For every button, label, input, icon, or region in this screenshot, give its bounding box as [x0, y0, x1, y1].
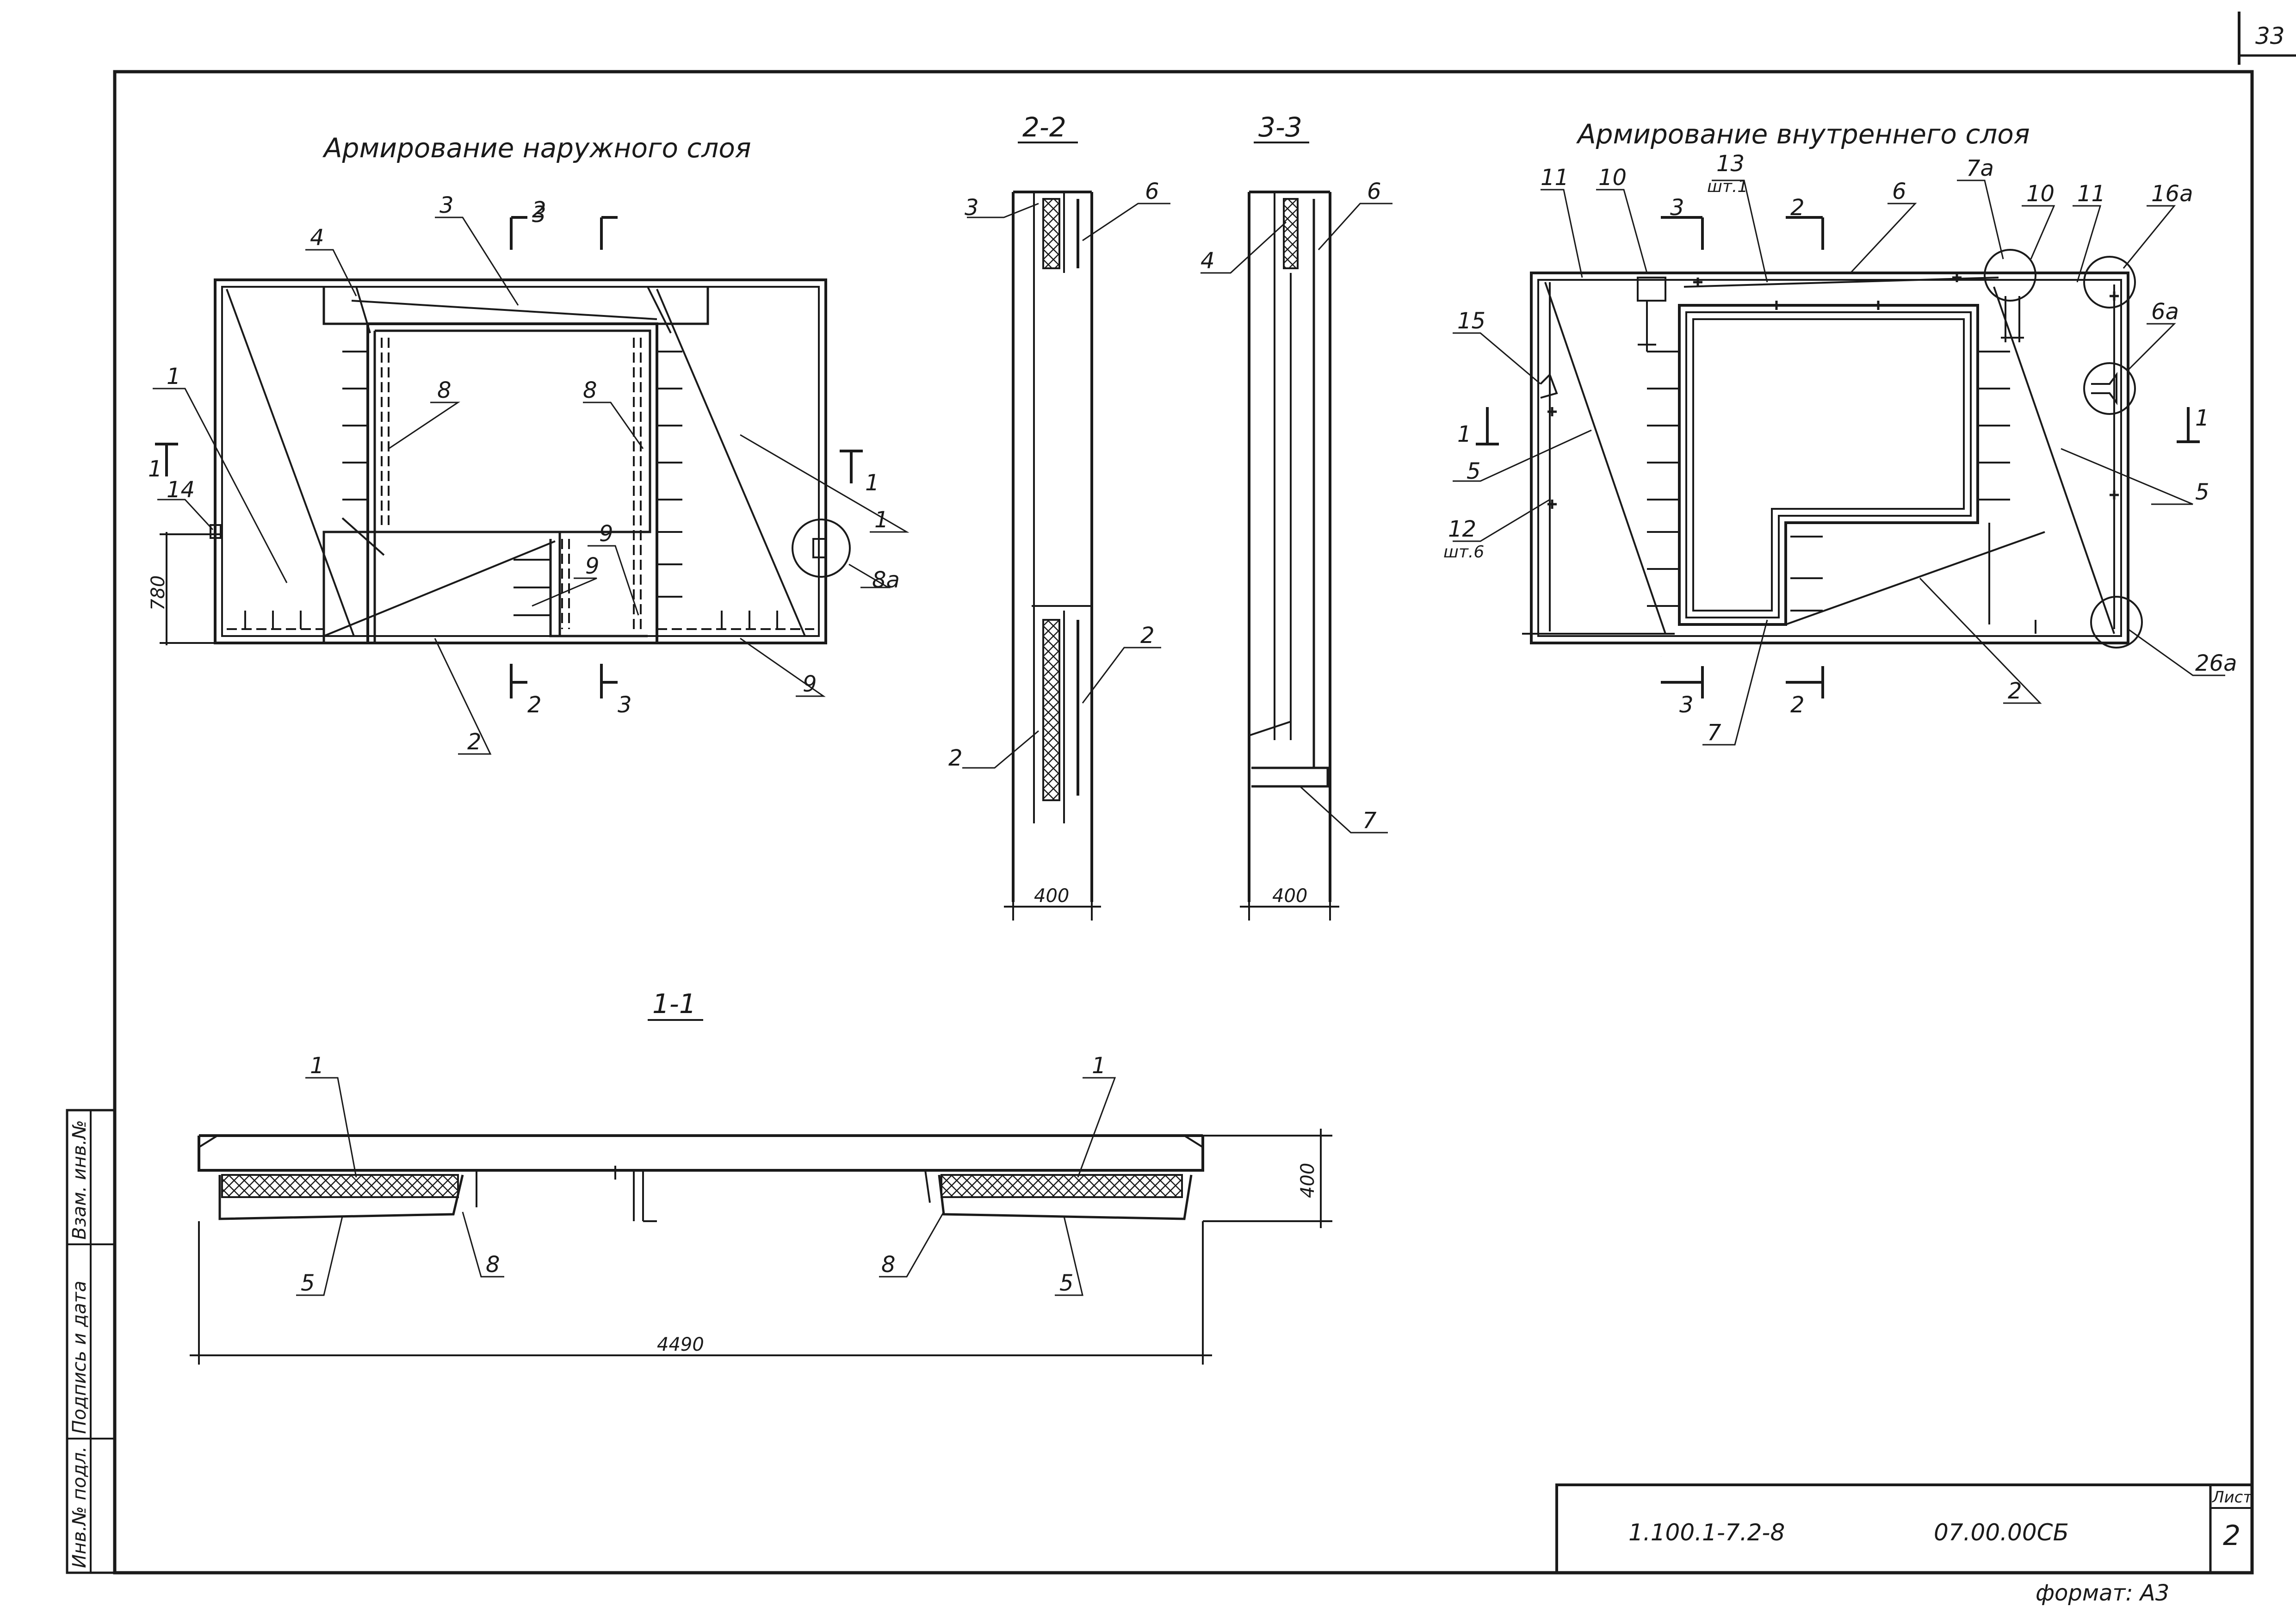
- title-block: [1555, 1483, 2253, 1574]
- inner-label-10a: 10: [1598, 165, 1627, 191]
- sect33-title: 3-3: [1258, 111, 1302, 143]
- format-label: формат: А3: [2036, 1580, 2169, 1606]
- inner-label-10b: 10: [2026, 181, 2055, 207]
- section-1-1: 1-1 400 4490 1 1 5 8: [190, 988, 1332, 1365]
- sect33-label-6: 6: [1367, 179, 1381, 204]
- outer-label-1a: 1: [167, 364, 181, 389]
- stamp-inv-no: Инв.№ подл.: [69, 1446, 90, 1568]
- outer-sect-1-left: 1: [148, 456, 162, 482]
- inner-label-7a: 7а: [1966, 155, 1994, 181]
- inner-sect-2-top: 2: [1790, 195, 1805, 221]
- inner-label-5a: 5: [1467, 458, 1481, 484]
- sect11-label-5b: 5: [1059, 1270, 1074, 1296]
- section-3-3: 3-3 400 4 6 7: [1201, 111, 1392, 921]
- inner-label-6: 6: [1892, 179, 1906, 204]
- sect11-dim-400: 400: [1297, 1163, 1318, 1198]
- outer-layer-view: Армирование наружного слоя: [148, 132, 910, 755]
- inner-label-16a: 16а: [2151, 181, 2193, 207]
- inner-label-13-qty: шт.1: [1707, 177, 1748, 196]
- outer-label-1b: 1: [874, 507, 889, 533]
- inner-sect-2-bottom: 2: [1790, 692, 1805, 718]
- doc-code: 1.100.1-7.2-8: [1628, 1519, 1785, 1546]
- inner-label-12: 12: [1448, 516, 1476, 542]
- outer-sect-2-bottom: 2: [527, 692, 542, 718]
- sect22-label-2b: 2: [948, 745, 963, 771]
- inner-label-2: 2: [2008, 678, 2022, 704]
- sect11-label-1a: 1: [310, 1053, 324, 1079]
- outer-label-9b: 9: [585, 553, 600, 579]
- sect22-title: 2-2: [1022, 111, 1066, 143]
- inner-label-11a: 11: [1541, 165, 1569, 191]
- section-2-2: 2-2 400 3 6 2 2: [948, 111, 1170, 921]
- outer-label-3: 3: [439, 192, 454, 218]
- sect11-dim-4490: 4490: [657, 1334, 704, 1355]
- page-number: 33: [2255, 23, 2285, 49]
- side-stamp: Инв.№ подл. Подпись и дата Взам. инв.№: [66, 1109, 116, 1574]
- sect22-label-2a: 2: [1140, 623, 1155, 649]
- sect33-label-4: 4: [1201, 248, 1215, 274]
- inner-label-5b: 5: [2195, 479, 2209, 505]
- inner-label-13: 13: [1716, 151, 1745, 177]
- inner-label-12-qty: шт.6: [1443, 543, 1484, 562]
- inner-label-7: 7: [1707, 720, 1721, 746]
- outer-label-8b: 8: [583, 377, 597, 403]
- inner-sect-1-right: 1: [2195, 405, 2209, 431]
- outer-label-2b: 2: [467, 729, 482, 755]
- outer-sect-3-top: 3: [532, 202, 546, 228]
- sect22-label-3: 3: [965, 195, 979, 221]
- outer-label-8a-node: 8а: [872, 567, 900, 593]
- outer-label-9c: 9: [803, 671, 817, 697]
- sect22-dim: 400: [1034, 885, 1069, 907]
- outer-sect-3-bottom: 3: [618, 692, 632, 718]
- inner-label-26a: 26а: [2195, 650, 2237, 676]
- sect11-title: 1-1: [652, 988, 696, 1020]
- sheet-frame: [113, 12, 2296, 1575]
- inner-label-11b: 11: [2077, 181, 2105, 207]
- sect33-dim: 400: [1272, 885, 1307, 907]
- outer-dim-780: 780: [148, 575, 169, 611]
- sect11-label-8a: 8: [486, 1252, 500, 1278]
- stamp-replaced-inv: Взам. инв.№: [69, 1120, 90, 1240]
- sect11-label-1b: 1: [1092, 1053, 1106, 1079]
- inner-sect-3-bottom: 3: [1679, 692, 1694, 718]
- inner-sect-1-left: 1: [1457, 421, 1472, 447]
- drawing-code: 07.00.00СБ: [1934, 1519, 2069, 1546]
- outer-label-14: 14: [167, 477, 195, 503]
- inner-layer-view: Армирование внутреннего слоя: [1443, 118, 2237, 746]
- sect11-label-5a: 5: [301, 1270, 315, 1296]
- outer-label-2a: 2: [532, 197, 546, 223]
- inner-sect-3-top: 3: [1670, 195, 1684, 221]
- sect11-label-8b: 8: [881, 1252, 896, 1278]
- outer-label-8a: 8: [437, 377, 452, 403]
- outer-sect-1-right: 1: [865, 470, 879, 496]
- stamp-sign-date: Подпись и дата: [69, 1281, 90, 1434]
- inner-label-15: 15: [1457, 308, 1485, 334]
- outer-label-4: 4: [310, 225, 324, 251]
- sect33-label-7: 7: [1362, 808, 1377, 834]
- outer-view-title: Армирование наружного слоя: [322, 132, 751, 164]
- outer-label-9a: 9: [599, 521, 613, 547]
- sheet-number: 2: [2223, 1520, 2240, 1552]
- inner-label-6a: 6а: [2151, 299, 2179, 325]
- sheet-label: Лист: [2211, 1488, 2253, 1507]
- inner-view-title: Армирование внутреннего слоя: [1576, 118, 2030, 150]
- sect22-label-6: 6: [1145, 179, 1159, 204]
